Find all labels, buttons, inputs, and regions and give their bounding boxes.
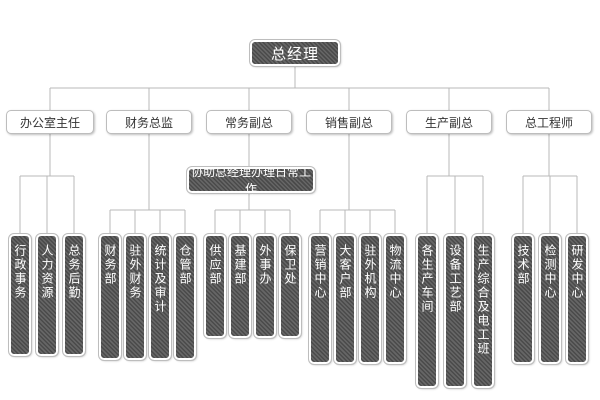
leaf-label: 检测中心	[543, 244, 557, 300]
assistant-node: 协助总经理办理日常工作	[186, 165, 316, 196]
leaf-node: 行政事务	[8, 233, 32, 357]
branch-label: 办公室主任	[19, 115, 80, 130]
branch-label: 总工程师	[524, 115, 573, 130]
leaf-node: 驻外财务	[123, 233, 147, 361]
leaf-label: 设备工艺部	[448, 244, 462, 314]
leaf-label: 驻外财务	[128, 244, 142, 300]
leaf-node: 大客户部	[333, 233, 357, 365]
leaf-node: 仓管部	[173, 233, 197, 361]
branch-label: 生产副总	[424, 115, 473, 130]
branch-chief-engineer: 总工程师	[506, 110, 592, 134]
leaf-node: 驻外机构	[358, 233, 382, 365]
leaf-node: 统计及审计	[148, 233, 172, 361]
branch-label: 销售副总	[324, 115, 373, 130]
branch-production-vp: 生产副总	[406, 110, 492, 134]
leaf-node: 研发中心	[565, 233, 589, 365]
leaf-node: 财务部	[98, 233, 122, 361]
leaf-label: 人力资源	[40, 244, 54, 300]
leaf-node: 生产综合及电工班	[471, 233, 495, 389]
branch-office-director: 办公室主任	[6, 110, 94, 134]
leaf-label: 供应部	[208, 244, 222, 286]
root-label: 总经理	[270, 44, 319, 63]
branch-label: 常务副总	[224, 115, 273, 130]
leaf-node: 设备工艺部	[443, 233, 467, 389]
leaf-label: 物流中心	[388, 244, 402, 300]
branch-label: 财务总监	[124, 115, 173, 130]
leaf-label: 基建部	[233, 244, 247, 286]
leaf-label: 技术部	[516, 244, 530, 286]
leaf-label: 大客户部	[338, 244, 352, 300]
leaf-node: 检测中心	[538, 233, 562, 365]
leaf-node: 总务后勤	[62, 233, 86, 357]
leaf-label: 统计及审计	[153, 244, 167, 314]
leaf-label: 总务后勤	[67, 244, 81, 300]
leaf-node: 保卫处	[278, 233, 302, 339]
leaf-label: 保卫处	[283, 244, 297, 286]
leaf-label: 营销中心	[313, 244, 327, 300]
leaf-node: 人力资源	[35, 233, 59, 357]
branch-executive-vp: 常务副总	[206, 110, 292, 134]
branch-sales-vp: 销售副总	[306, 110, 392, 134]
leaf-label: 驻外机构	[363, 244, 377, 300]
leaf-node: 营销中心	[308, 233, 332, 365]
leaf-label: 外事办	[258, 244, 272, 286]
leaf-node: 技术部	[511, 233, 535, 365]
leaf-label: 各生产车间	[420, 244, 434, 314]
leaf-label: 研发中心	[570, 244, 584, 300]
leaf-node: 外事办	[253, 233, 277, 339]
leaf-node: 供应部	[203, 233, 227, 339]
assistant-label: 协助总经理办理日常工作	[190, 165, 311, 196]
leaf-label: 仓管部	[178, 244, 192, 286]
leaf-node: 各生产车间	[415, 233, 439, 389]
leaf-label: 生产综合及电工班	[476, 244, 490, 356]
branch-cfo: 财务总监	[106, 110, 192, 134]
leaf-node: 物流中心	[383, 233, 407, 365]
leaf-label: 财务部	[103, 244, 117, 286]
root-node: 总经理	[249, 39, 341, 67]
leaf-label: 行政事务	[13, 244, 27, 300]
leaf-node: 基建部	[228, 233, 252, 339]
